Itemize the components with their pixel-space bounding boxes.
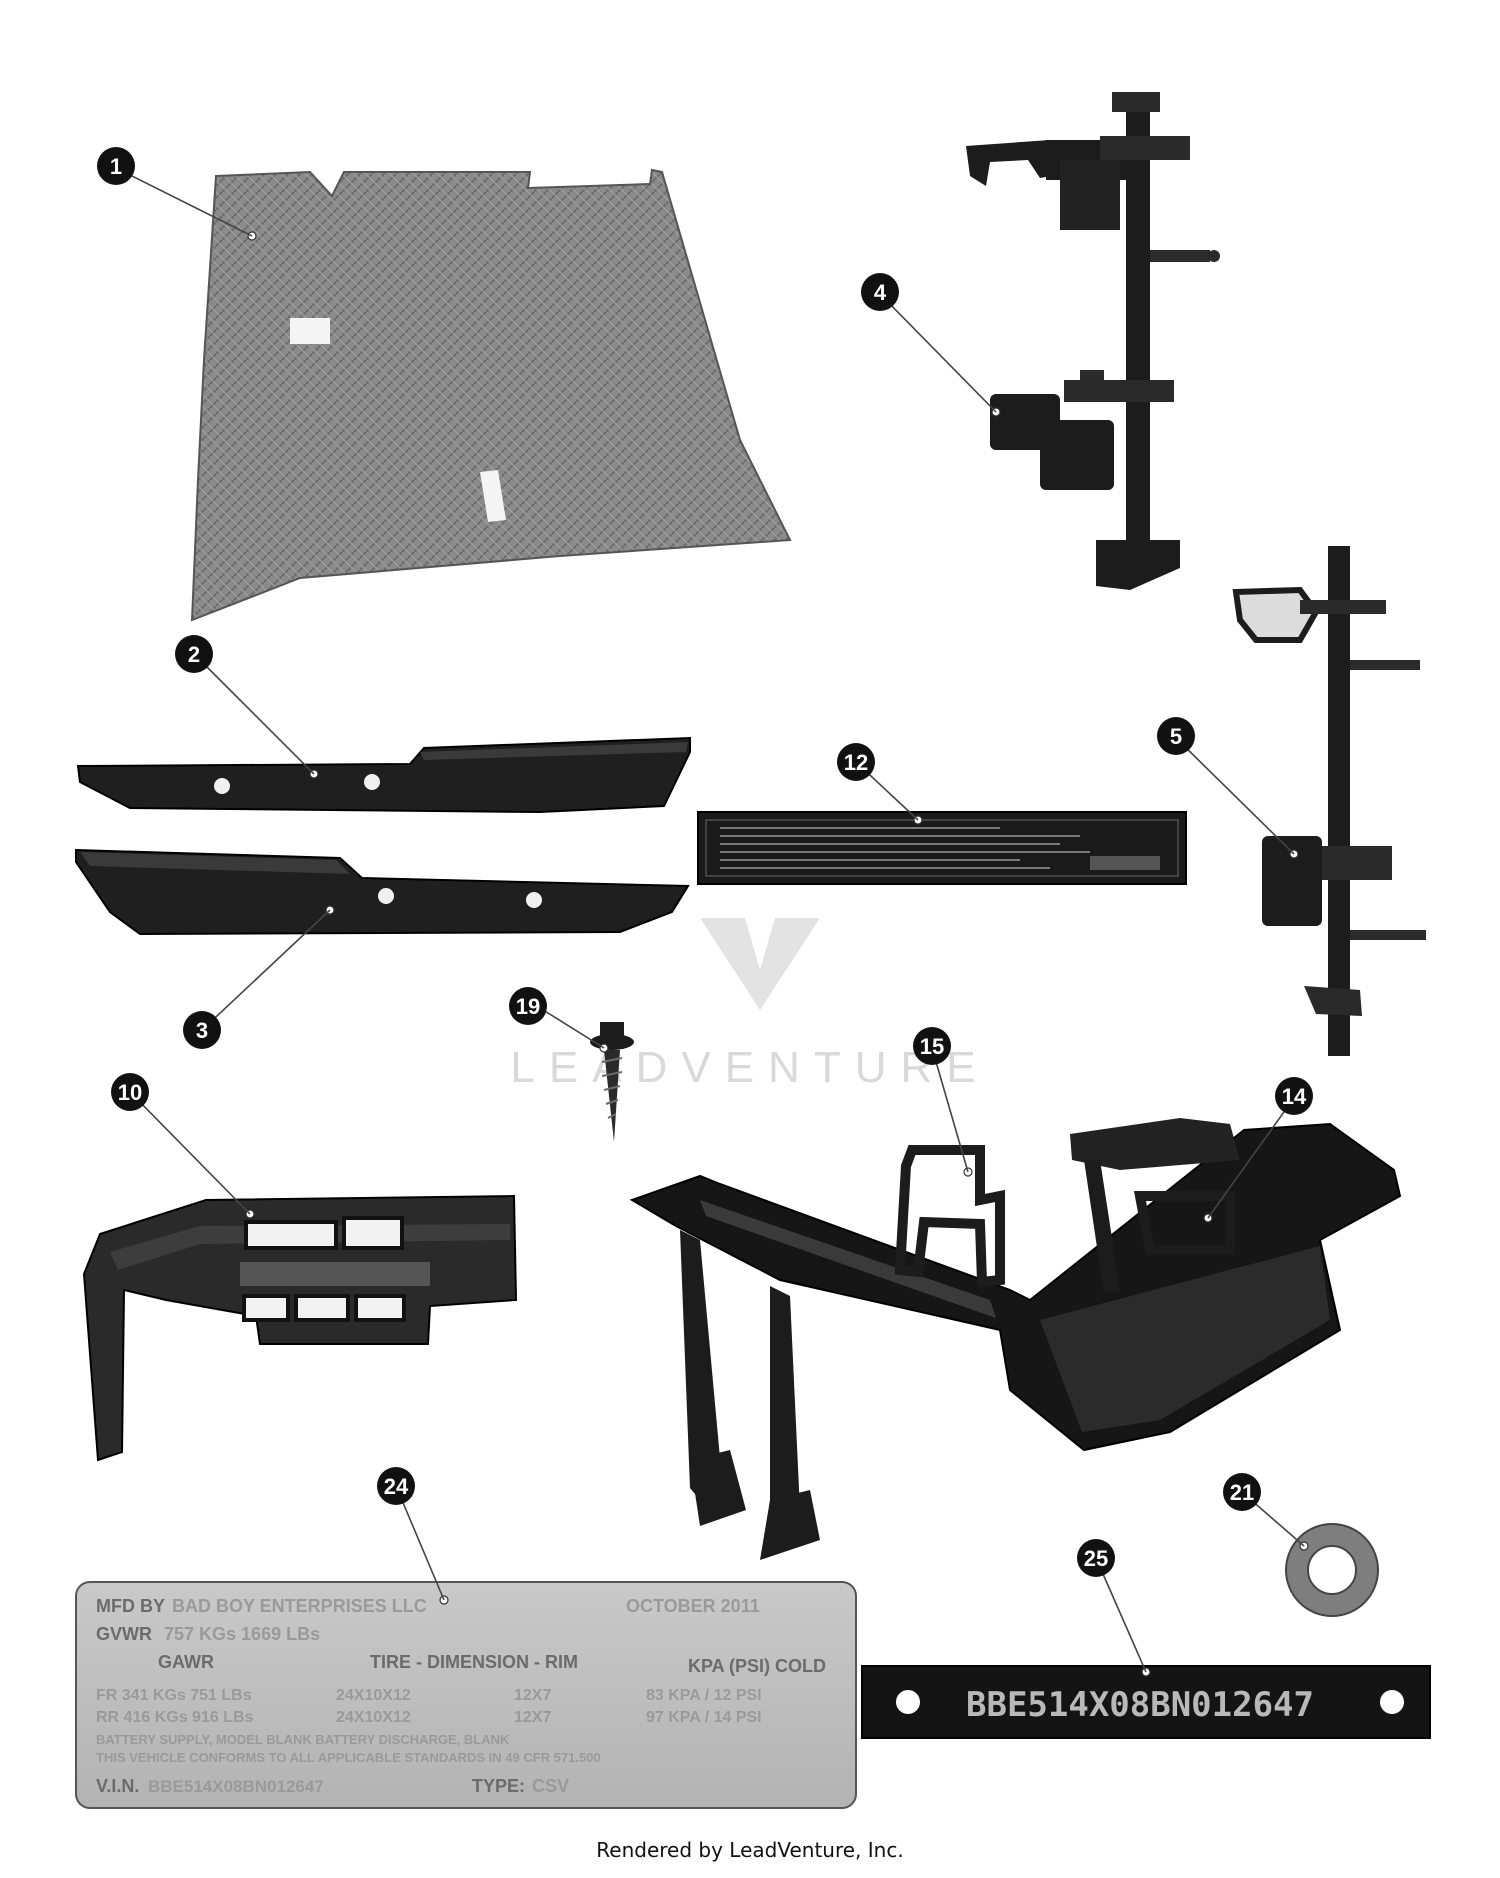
gawr-header: GAWR	[158, 1652, 214, 1672]
callout-1: 1	[97, 147, 135, 185]
callout-24: 24	[377, 1467, 415, 1505]
callout-5: 5	[1157, 717, 1195, 755]
callout-12: 12	[837, 743, 875, 781]
svg-text:1: 1	[110, 154, 122, 179]
gvwr-label: GVWR	[96, 1624, 152, 1644]
compliance-line-2: THIS VEHICLE CONFORMS TO ALL APPLICABLE …	[96, 1750, 601, 1765]
svg-text:21: 21	[1230, 1480, 1254, 1505]
vin-label: V.I.N.	[96, 1776, 139, 1796]
svg-text:10: 10	[118, 1080, 142, 1105]
callout-15: 15	[913, 1027, 951, 1065]
rr-tire: 24X10X12	[336, 1709, 411, 1726]
svg-text:14: 14	[1282, 1084, 1307, 1109]
type-label: TYPE:	[472, 1776, 525, 1796]
svg-text:4: 4	[874, 280, 887, 305]
callout-10: 10	[111, 1073, 149, 1111]
fr-axle-row: FR 341 KGs 751 LBs	[96, 1687, 252, 1704]
rocker-panel-lower	[75, 848, 690, 936]
footer-credit: Rendered by LeadVenture, Inc.	[596, 1838, 904, 1862]
bag-holder-rack-large	[966, 92, 1220, 590]
fr-kpa: 83 KPA / 12 PSI	[646, 1687, 762, 1704]
callout-21: 21	[1223, 1473, 1261, 1511]
mfd-by-value: BAD BOY ENTERPRISES LLC	[172, 1596, 427, 1616]
gvwr-value: 757 KGs 1669 LBs	[164, 1624, 320, 1644]
svg-text:3: 3	[196, 1018, 208, 1043]
svg-text:2: 2	[188, 642, 200, 667]
mfd-by-label: MFD BY	[96, 1596, 165, 1616]
svg-text:15: 15	[920, 1034, 944, 1059]
callout-3: 3	[183, 1011, 221, 1049]
vin-plate-number: BBE514X08BN012647	[966, 1685, 1314, 1725]
svg-text:19: 19	[516, 994, 540, 1019]
svg-text:24: 24	[384, 1474, 409, 1499]
rr-kpa: 97 KPA / 14 PSI	[646, 1709, 762, 1726]
floor-mat	[190, 168, 792, 622]
safety-decal	[697, 811, 1187, 885]
watermark-text: LEADVENTURE	[510, 1043, 989, 1092]
type-value: CSV	[532, 1776, 569, 1796]
fr-rim: 12X7	[514, 1687, 551, 1704]
data-plate: MFD BY BAD BOY ENTERPRISES LLC OCTOBER 2…	[75, 1581, 857, 1809]
vin-plate: BBE514X08BN012647	[861, 1665, 1431, 1739]
vin-value: BBE514X08BN012647	[148, 1777, 324, 1796]
fr-tire: 24X10X12	[336, 1687, 411, 1704]
callout-14: 14	[1275, 1077, 1313, 1115]
front-bumper	[82, 1194, 518, 1462]
tire-header: TIRE - DIMENSION - RIM	[370, 1652, 578, 1672]
callout-25: 25	[1077, 1539, 1115, 1577]
callout-19: 19	[509, 987, 547, 1025]
kpa-header: KPA (PSI) COLD	[688, 1656, 826, 1676]
compliance-line-1: BATTERY SUPPLY, MODEL BLANK BATTERY DISC…	[96, 1732, 510, 1747]
bag-holder-rack-side	[1232, 546, 1426, 1056]
chassis-frame	[629, 1118, 1402, 1560]
callout-4: 4	[861, 273, 899, 311]
rocker-panel-upper	[76, 736, 691, 814]
svg-text:12: 12	[844, 750, 868, 775]
washer	[1285, 1523, 1379, 1617]
callout-2: 2	[175, 635, 213, 673]
svg-text:5: 5	[1170, 724, 1182, 749]
svg-text:25: 25	[1084, 1546, 1108, 1571]
rr-rim: 12X7	[514, 1709, 551, 1726]
rr-axle-row: RR 416 KGs 916 LBs	[96, 1709, 254, 1726]
watermark: LEADVENTURE	[510, 918, 989, 1092]
mfd-date: OCTOBER 2011	[626, 1596, 760, 1616]
